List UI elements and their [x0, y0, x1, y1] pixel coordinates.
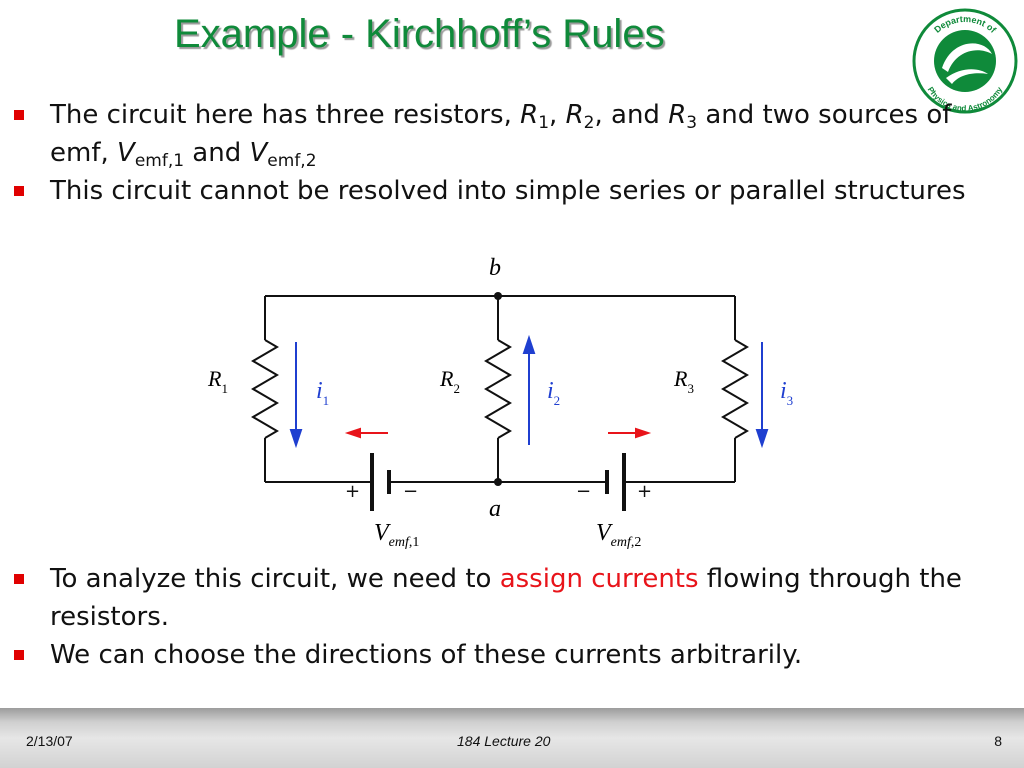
resistor-r2 [484, 339, 512, 439]
bullet-text: To analyze this circuit, we need to [50, 564, 500, 594]
bullet-item: To analyze this circuit, we need to assi… [14, 560, 1014, 636]
bullet-text: , [549, 100, 566, 130]
battery-1-plus: + [345, 481, 360, 502]
bullet-list-top: The circuit here has three resistors, R1… [14, 96, 1014, 210]
bullet-item: We can choose the directions of these cu… [14, 636, 1014, 674]
bullet-text: V [249, 138, 268, 168]
footer-lecture: 184 Lecture 20 [457, 733, 551, 749]
circuit-diagram: b a R1 R2 R3 i1 i2 i3 + − − + Vemf,1 Vem… [207, 255, 793, 550]
bullet-item: The circuit here has three resistors, R1… [14, 96, 1014, 172]
bullet-marker-icon [14, 650, 24, 660]
bullet-text: and two sources of emf, [50, 100, 952, 168]
battery-1-minus: − [403, 481, 418, 502]
bullet-text: The circuit here has three resistors, [50, 100, 521, 130]
node-label-a: a [489, 496, 501, 522]
resistor-label-r2: R2 [439, 366, 460, 396]
battery-2-minus: − [576, 481, 591, 502]
resistor-r1 [251, 339, 279, 439]
bullet-text: , and [594, 100, 669, 130]
node-label-b: b [489, 255, 501, 281]
source-label-vemf2: Vemf,2 [596, 520, 641, 550]
highlighted-text: assign currents [499, 564, 699, 594]
resistor-label-r3: R3 [673, 366, 694, 396]
bullet-marker-icon [14, 574, 24, 584]
current-label-i1: i1 [316, 378, 329, 408]
bullet-text: R [668, 100, 687, 130]
subscript-text: emf,1 [134, 151, 185, 171]
slide-footer: 2/13/07 184 Lecture 20 8 [0, 708, 1024, 768]
bullet-text: V [117, 138, 135, 168]
bullet-text: and [184, 138, 250, 168]
footer-date: 2/13/07 [26, 733, 73, 749]
source-label-vemf1: Vemf,1 [374, 520, 419, 550]
bullet-marker-icon [14, 186, 24, 196]
current-label-i3: i3 [780, 378, 793, 408]
bullet-item: This circuit cannot be resolved into sim… [14, 172, 1014, 210]
bullet-text: R [565, 100, 584, 130]
slide-title: Example - Kirchhoff’s Rules [174, 12, 665, 56]
bullet-text: R [520, 100, 539, 130]
subscript-text: 2 [583, 113, 595, 133]
resistor-label-r1: R1 [207, 366, 228, 396]
bullet-marker-icon [14, 110, 24, 120]
resistor-r3 [721, 339, 749, 439]
subscript-text: emf,2 [267, 151, 317, 171]
current-label-i2: i2 [547, 378, 560, 408]
node-b-dot [494, 292, 502, 300]
node-a-dot [494, 478, 502, 486]
subscript-text: 1 [538, 113, 550, 133]
footer-page-number: 8 [994, 733, 1002, 749]
bullet-text: We can choose the directions of these cu… [50, 640, 803, 670]
bullet-list-bottom: To analyze this circuit, we need to assi… [14, 560, 1014, 674]
subscript-text: 3 [686, 113, 698, 133]
battery-2-plus: + [637, 481, 652, 502]
department-logo: Department of Physics and Astronomy [912, 8, 1018, 114]
bullet-text: This circuit cannot be resolved into sim… [50, 176, 966, 206]
bullet-text: flowing through the resistors. [50, 564, 962, 632]
